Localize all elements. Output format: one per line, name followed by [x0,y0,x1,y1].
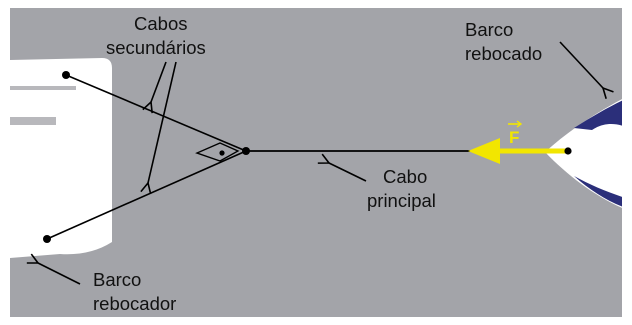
pointer-cabos-top [151,61,167,102]
secondary-cable-top [65,74,247,152]
secondary-cable-bottom [46,150,247,240]
label-cabos-line2: secundários [106,37,206,58]
tug-boat [10,58,112,258]
force-label: F [509,128,519,147]
pointer-cabos-bottom [148,61,177,183]
label-cabos-line1: Cabos [134,13,187,34]
label-cabo-principal-line2: principal [367,190,436,211]
label-cabo-principal-line1: Cabo [383,166,427,187]
tug-deck-line [10,86,76,90]
angle-mark [195,142,240,162]
pointer-rebocado [559,41,603,88]
attachment-point-bottom [43,235,51,243]
towed-boat [545,99,622,208]
label-rebocador-line1: Barco [93,269,141,290]
towed-boat-stripe-top [574,100,622,130]
force-vector-arrowhead [516,120,523,128]
towed-boat-stripe-bottom [574,176,622,207]
label-rebocador-line2: rebocador [93,293,176,314]
attachment-point-top [62,71,70,79]
junction-point [242,147,250,155]
label-rebocado-line1: Barco [465,19,513,40]
force-arrow: F [468,120,572,164]
pointer-cabo-principal [329,163,367,182]
angle-center-dot [219,150,225,156]
force-application-point [564,147,572,155]
label-rebocado-line2: rebocado [465,43,542,64]
pointer-rebocador [38,263,81,285]
tug-deck-mark [10,117,56,125]
